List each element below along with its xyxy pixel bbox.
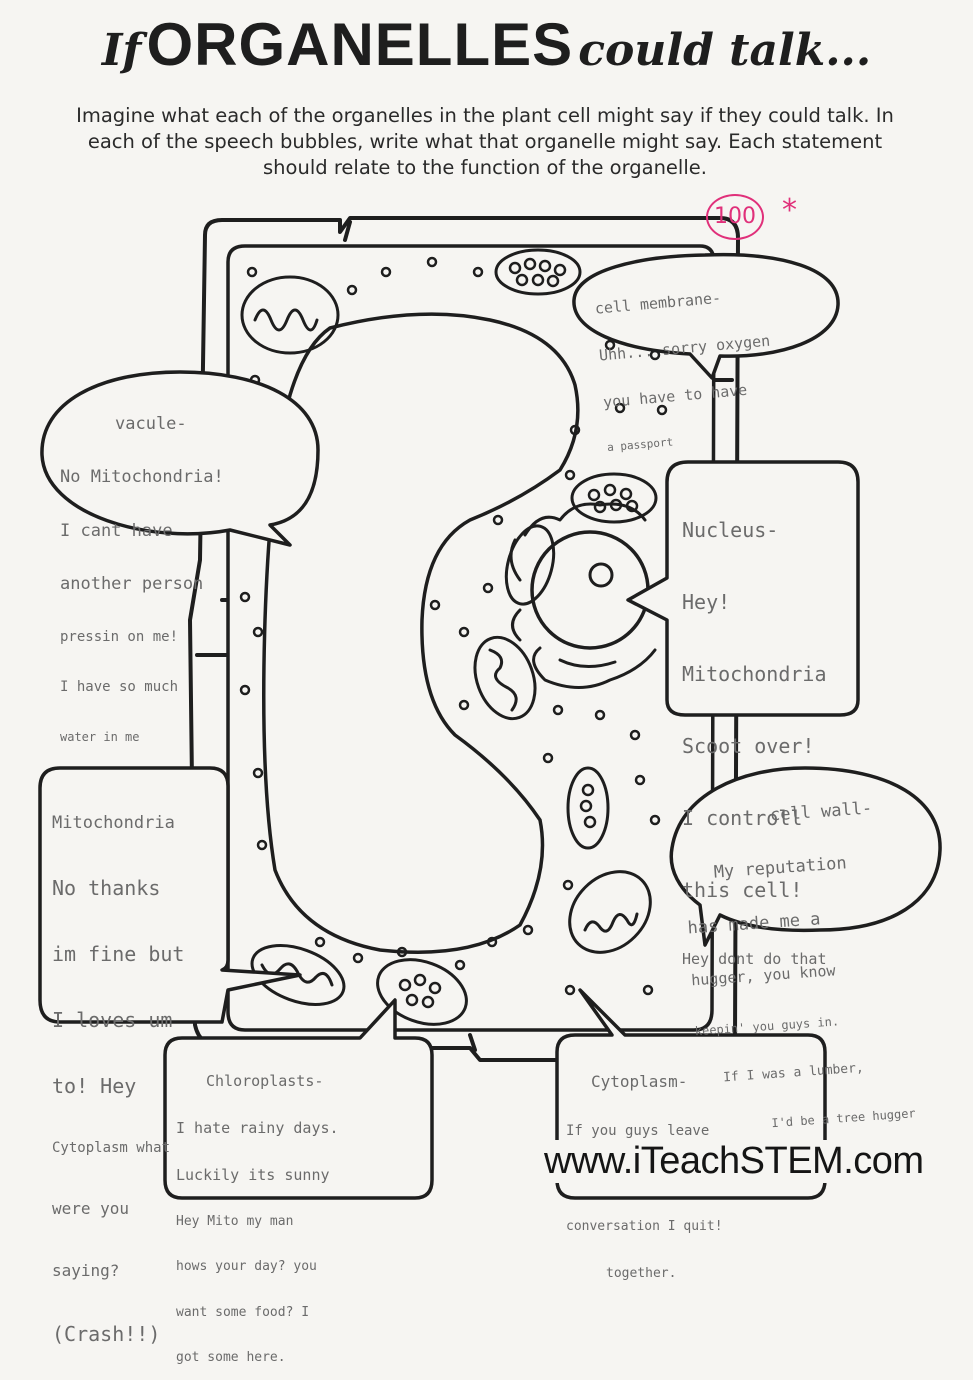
nucleolus: [588, 562, 614, 588]
handwriting-line: If you guys leave: [566, 1122, 710, 1139]
speech-bubble-cell-membrane: [572, 252, 840, 380]
handwriting-line: If I was a lumber,: [722, 1060, 865, 1086]
bubble-text-mitochondria: Mitochondria No thanks im fine but I lov…: [52, 770, 184, 1367]
handwriting-line: Chloroplasts-: [206, 1071, 324, 1090]
handwriting-line: Cytoplasm-: [591, 1071, 688, 1091]
title-suffix: could talk...: [578, 25, 872, 76]
handwriting-line: Mitochondria: [682, 662, 827, 686]
handwriting-line: (Crash!!): [52, 1322, 161, 1347]
handwriting-line: Uhh... sorry oxygen: [598, 331, 771, 365]
nucleus-outline: [530, 530, 650, 650]
handwriting-line: Hey dont do that: [682, 950, 827, 968]
handwriting-line: has made me a: [686, 909, 822, 939]
instructions-text: Imagine what each of the organelles in t…: [76, 104, 894, 179]
title-prefix: If: [101, 25, 142, 76]
bubble-text-chloroplasts: Chloroplasts- I hate rainy days. Luckily…: [176, 1042, 339, 1380]
bubble-text-nucleus: Nucleus- Hey! Mitochondria Scoot over! I…: [682, 470, 827, 992]
cytoplasm-granules: [239, 256, 668, 996]
handwriting-line: were you: [52, 1199, 130, 1219]
speech-bubble-nucleus: [626, 460, 860, 717]
handwriting-line: conversation I quit!: [566, 1218, 723, 1234]
handwriting-line: together.: [606, 1265, 677, 1281]
bubble-text-vacuole: vacule- No Mitochondria! I cant have ano…: [60, 380, 224, 761]
handwriting-line: Cytoplasm what: [52, 1139, 171, 1156]
handwriting-line: Luckily its sunny: [176, 1166, 330, 1184]
title-main: ORGANELLES: [146, 11, 574, 78]
handwriting-line: Hey!: [682, 590, 731, 614]
handwriting-line: Hey Mito my man: [176, 1214, 294, 1230]
handwriting-line: im fine but: [52, 941, 185, 966]
handwriting-line: I have so much: [60, 679, 179, 696]
handwriting-line: to! Hey: [52, 1073, 137, 1098]
handwriting-line: pressin on me!: [60, 628, 179, 645]
handwriting-line: you have to have: [602, 380, 748, 412]
website-watermark: www.iTeachSTEM.com: [540, 1140, 928, 1183]
handwriting-line: water in me: [60, 729, 140, 744]
handwriting-line: this cell!: [682, 878, 803, 902]
worksheet-title: If ORGANELLES could talk...: [0, 10, 973, 79]
grade-star-mark: *: [782, 193, 797, 228]
handwriting-line: keepin' you guys in.: [694, 1013, 840, 1039]
handwriting-line: hugger, you know: [690, 961, 837, 990]
handwriting-line: No Mitochondria!: [60, 467, 224, 488]
handwriting-line: Mitochondria: [52, 813, 175, 833]
vacuole-outline: [262, 312, 580, 954]
handwriting-line: vacule-: [115, 413, 187, 434]
handwriting-line: got some here.: [176, 1349, 286, 1365]
handwriting-line: Scoot over!: [682, 734, 815, 758]
handwriting-line: want some food? I: [176, 1304, 310, 1320]
handwriting-line: Nucleus-: [682, 518, 779, 542]
handwriting-line: I cant have: [60, 520, 173, 541]
speech-bubble-vacuole: [40, 370, 320, 547]
handwriting-line: My reputation: [713, 853, 848, 883]
cell-membrane-outline: [226, 244, 716, 1032]
handwriting-line: I controll: [682, 806, 803, 830]
handwriting-line: cell wall-: [769, 798, 873, 826]
grade-score: 100: [706, 194, 764, 240]
handwriting-line: I loves um: [52, 1007, 173, 1032]
handwriting-line: another person: [60, 574, 204, 595]
chloroplasts: [376, 248, 658, 1026]
speech-bubble-cell-wall: [669, 766, 942, 947]
handwriting-line: saying?: [52, 1260, 120, 1280]
handwriting-line: No thanks: [52, 875, 161, 900]
handwriting-line: cell membrane-: [594, 288, 722, 318]
handwriting-line: a passport: [606, 435, 674, 455]
handwriting-line: I hate rainy days.: [176, 1118, 339, 1137]
handwriting-line: I'd be a tree hugger: [771, 1106, 917, 1131]
handwriting-line: hows your day? you: [176, 1259, 317, 1275]
speech-bubble-mitochondria: [38, 766, 302, 1024]
bubble-text-cell-membrane: cell membrane- Uhh... sorry oxygen you h…: [592, 255, 780, 470]
speech-bubble-chloroplasts: [163, 998, 434, 1200]
